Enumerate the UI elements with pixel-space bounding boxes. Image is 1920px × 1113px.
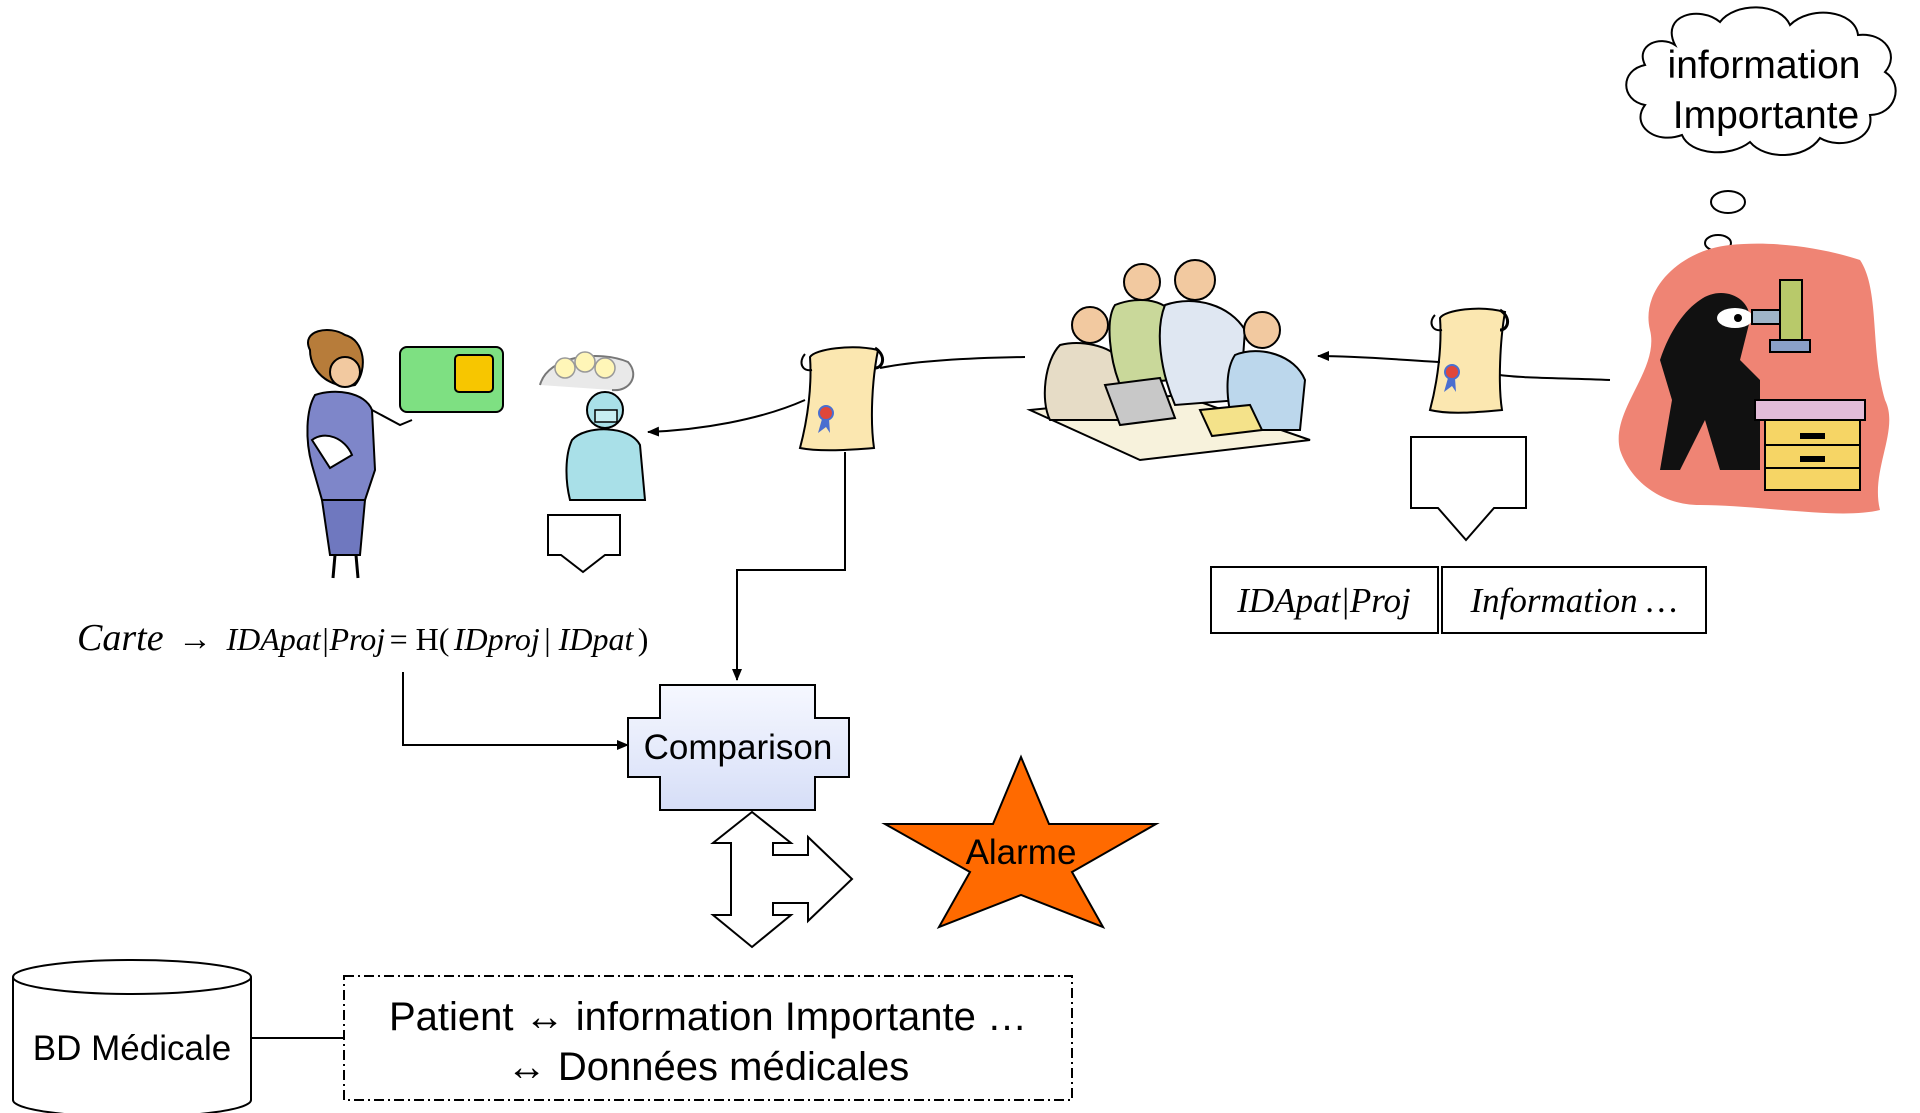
arrow-scroll-to-meeting <box>1317 351 1441 363</box>
certificate-scroll-icon <box>798 346 884 452</box>
arrow-scroll-to-comparison <box>732 452 846 681</box>
arrow-scientist-to-scroll <box>1499 374 1611 381</box>
certificate-scroll-icon <box>1428 307 1509 414</box>
record-cell-information <box>1441 566 1707 634</box>
arrow-formula-to-comparison <box>402 672 629 750</box>
arrow-meeting-to-scroll <box>879 356 1026 369</box>
result-line-2: ↔ Données médicales <box>507 1045 909 1089</box>
scroll-down-arrow-icon <box>1410 436 1527 542</box>
comparison-box <box>627 684 850 811</box>
formula-separator: | <box>544 621 558 657</box>
formula-close: ) <box>638 621 649 657</box>
record-cell-id-text: IDApat|Proj <box>1236 581 1411 620</box>
result-box <box>343 975 1073 1101</box>
surgeon-icon <box>539 351 647 501</box>
bidirectional-branch-arrow-icon <box>710 810 854 949</box>
formula-arrow: → <box>178 620 212 658</box>
formula-carte: Carte <box>77 617 164 659</box>
alarm-star-icon <box>881 754 1160 929</box>
formula-idpat: IDpat <box>558 621 635 657</box>
arrow-scroll-to-surgeon <box>647 399 806 437</box>
comparison-label: Comparison <box>644 728 833 767</box>
smart-card-icon <box>399 346 504 413</box>
meeting-group-icon <box>1026 259 1311 462</box>
thought-line-2: Importante <box>1673 94 1859 137</box>
database-cylinder-icon <box>12 959 252 1113</box>
formula-idproj: IDproj <box>453 621 540 657</box>
scientist-microscope-icon <box>1618 243 1890 514</box>
formula-idapat-proj: IDApat|Proj <box>225 621 385 657</box>
result-line-1: Patient ↔ information Importante … <box>389 995 1027 1039</box>
patient-woman-icon <box>306 329 413 579</box>
alarm-label: Alarme <box>966 833 1077 872</box>
record-cell-id <box>1210 566 1439 634</box>
formula-line: Carte → IDApat|Proj = H( IDproj | IDpat … <box>77 617 648 659</box>
formula-equals-h: = H( <box>390 621 450 657</box>
thought-line-1: information <box>1668 44 1861 87</box>
database-label: BD Médicale <box>33 1029 231 1068</box>
surgeon-down-arrow-icon <box>547 514 621 574</box>
record-cell-information-text: Information … <box>1469 581 1677 620</box>
